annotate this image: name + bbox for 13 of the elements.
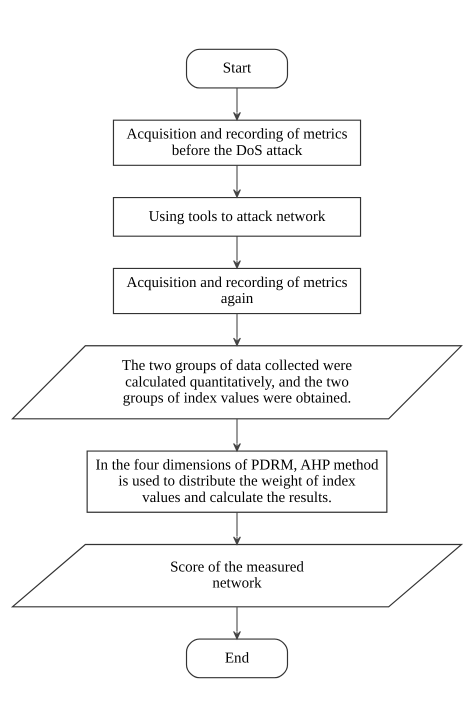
arrow <box>233 419 241 452</box>
node-box: Using tools to attack network <box>112 196 362 237</box>
node-box: In the four dimensions of PDRM, AHP method is used to distribute the weight of index values and calculate the results. <box>86 450 388 513</box>
arrow <box>233 236 241 269</box>
arrow <box>233 512 241 545</box>
arrow <box>233 165 241 198</box>
node-box: Start <box>186 48 288 89</box>
arrow <box>233 314 241 346</box>
arrow <box>233 607 241 640</box>
node-box: Acquisition and recording of metrics before the DoS attack <box>112 120 362 166</box>
arrow <box>233 88 241 120</box>
node-box: Acquisition and recording of metrics again <box>112 268 362 314</box>
node-box: End <box>186 638 288 678</box>
